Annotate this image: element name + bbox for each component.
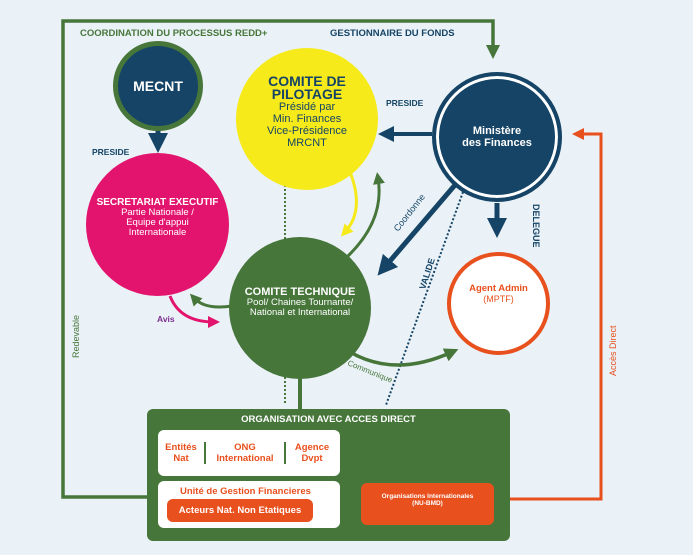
pilotage-technique-arrow <box>340 171 358 237</box>
organisation-title: ORGANISATION AVEC ACCES DIRECT <box>241 414 416 425</box>
technique-secretariat-arrow <box>189 293 233 309</box>
entity-line: International <box>216 453 274 464</box>
node-secretariat-executif: SECRETARIAT EXECUTIF Partie Nationale / … <box>86 153 229 296</box>
technique-title: COMITE TECHNIQUE <box>244 286 356 298</box>
communique-arrow <box>349 348 459 367</box>
node-ministere-finances: Ministère des Finances <box>432 72 562 202</box>
node-comite-pilotage: COMITE DE PILOTAGE Présidé par Min. Fina… <box>236 48 378 190</box>
mecnt-title: MECNT <box>133 78 183 94</box>
agent-title: Agent Admin <box>469 283 528 294</box>
coordonne-arrow <box>377 183 457 276</box>
gestionnaire-header: GESTIONNAIRE DU FONDS <box>330 28 455 39</box>
intl-label: (NU-BMD) <box>412 500 443 507</box>
acces-direct-line <box>495 128 603 501</box>
pilotage-line: Vice-Présidence <box>267 125 347 137</box>
coordination-header: COORDINATION DU PROCESSUS REDD+ <box>80 28 268 39</box>
secretariat-line: Equipe d'appui <box>126 217 189 228</box>
acteurs-pill: Acteurs Nat. Non Etatiques <box>167 499 313 522</box>
acces-direct-label: Accès Direct <box>608 325 618 376</box>
redevable-line <box>61 19 500 499</box>
technique-line: Pool/ Chaines Tournante/ <box>246 297 354 308</box>
secretariat-line: Partie Nationale / <box>121 207 194 218</box>
agent-subtitle: (MPTF) <box>483 294 514 304</box>
secretariat-title: SECRETARIAT EXECUTIF <box>96 197 219 208</box>
valide-line <box>385 191 464 406</box>
ministere-title: des Finances <box>462 137 532 149</box>
technique-pilotage-arrow <box>346 172 385 258</box>
intl-label: Organisations Internationales <box>381 493 474 500</box>
acteurs-label: Acteurs Nat. Non Etatiques <box>178 505 302 516</box>
valide-label: VALIDE <box>417 257 437 291</box>
delegue-label: DELEGUE <box>531 204 541 248</box>
preside-label-right: PRESIDE <box>386 98 424 108</box>
ugf-label: Unité de Gestion Financieres <box>180 486 311 497</box>
preside-label-left: PRESIDE <box>92 147 130 157</box>
technique-line: National et International <box>249 307 351 318</box>
organisations-internationales-box: Organisations Internationales (NU-BMD) <box>361 483 494 525</box>
entity-line: Nat <box>173 453 189 464</box>
pilotage-line: Min. Finances <box>272 113 342 125</box>
node-comite-technique: COMITE TECHNIQUE Pool/ Chaines Tournante… <box>229 237 371 379</box>
redevable-label: Redevable <box>71 315 81 358</box>
node-mecnt: MECNT <box>113 41 203 131</box>
entity-line: Agence <box>294 442 330 453</box>
entity-line: Dvpt <box>301 453 323 464</box>
entity-line: ONG <box>234 442 256 453</box>
entity-line: Entités <box>165 442 197 453</box>
secretariat-line: Internationale <box>128 227 187 238</box>
avis-label: Avis <box>157 314 175 324</box>
ugf-box: Unité de Gestion Financieres Acteurs Nat… <box>158 481 340 528</box>
pilotage-title: COMITE DE PILOTAGE <box>268 73 346 102</box>
pilotage-line: Présidé par <box>278 101 336 113</box>
pilotage-line: MRCNT <box>287 137 327 149</box>
ministere-title: Ministère <box>472 125 522 137</box>
node-agent-admin: Agent Admin (MPTF) <box>447 252 550 355</box>
avis-arrow <box>168 295 220 328</box>
